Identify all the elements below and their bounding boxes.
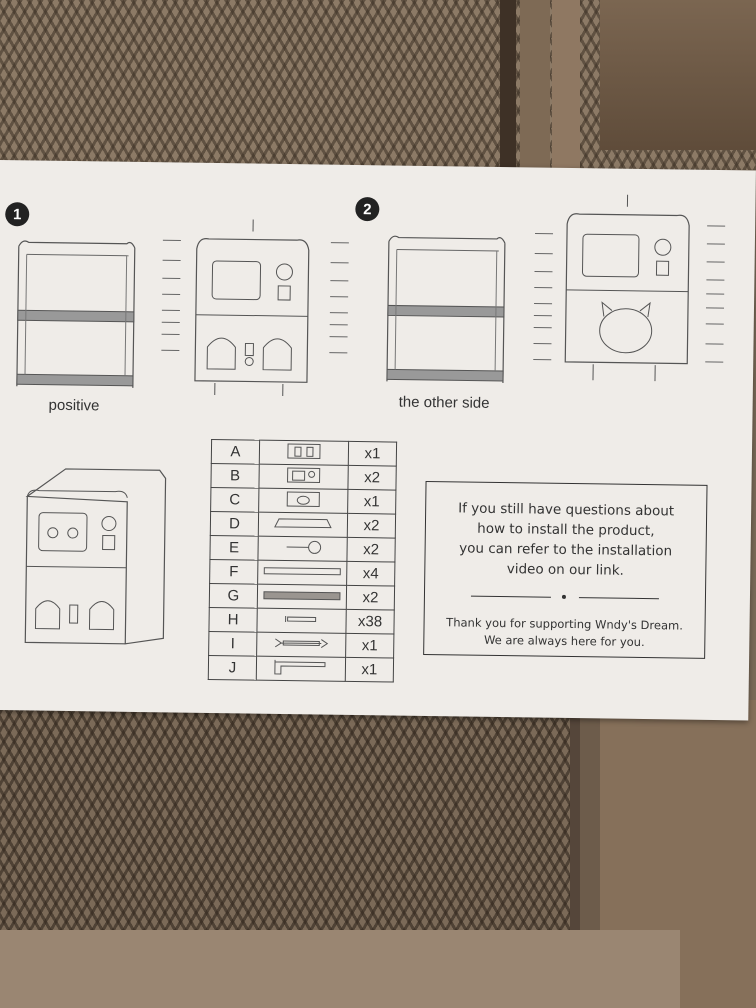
panel-b-icon (258, 464, 349, 490)
part-qty: x1 (345, 657, 394, 683)
part-letter: J (208, 655, 257, 681)
table-row: E x2 (209, 535, 396, 563)
text-line: you can refer to the installation (459, 540, 673, 560)
part-qty: x1 (345, 633, 394, 659)
table-row: G x2 (209, 583, 395, 611)
box-edge (552, 0, 580, 170)
step-1-caption: positive (48, 396, 100, 415)
parts-table: A x1 B x2 C x1 D x2 E x2 (208, 439, 397, 683)
part-letter: A (211, 439, 260, 465)
screw-column-icon (325, 237, 357, 367)
front-panel-icon (193, 219, 313, 397)
table-row: F x4 (209, 559, 395, 587)
panel-a-icon (259, 440, 349, 466)
screw-column-icon (157, 234, 189, 364)
wrench-icon (256, 632, 346, 658)
part-qty: x2 (347, 513, 396, 539)
part-qty: x1 (348, 441, 397, 467)
top-rail-icon (258, 512, 348, 538)
support-question-text: If you still have questions about how to… (425, 498, 706, 582)
part-letter: E (209, 535, 259, 561)
screw-icon (256, 608, 347, 634)
back-panel-icon (563, 194, 694, 386)
screw-column-icon (529, 227, 561, 367)
table-row: J x1 (208, 655, 394, 683)
part-letter: B (210, 463, 260, 489)
allen-key-icon (256, 656, 346, 682)
frame-outline-icon (15, 238, 147, 390)
screw-column-icon (701, 220, 733, 370)
text-line: If you still have questions about (458, 500, 675, 520)
thanks-text: Thank you for supporting Wndy's Dream. W… (424, 614, 704, 652)
part-qty: x2 (347, 465, 397, 491)
part-qty: x38 (345, 609, 395, 635)
box-flap (600, 0, 756, 150)
step-2-badge: 2 (355, 196, 380, 222)
table-row: B x2 (210, 463, 397, 491)
step-1-badge: 1 (5, 202, 30, 227)
long-board-icon (257, 560, 347, 586)
knob-peg-icon (257, 536, 348, 562)
shelf-board-icon (257, 584, 347, 610)
part-letter: C (210, 487, 259, 513)
part-letter: I (208, 631, 257, 657)
table-row: I x1 (208, 631, 394, 659)
box-edge (500, 0, 516, 170)
part-qty: x2 (346, 585, 395, 611)
instruction-sheet: 1 positive 2 (0, 160, 756, 721)
divider (471, 591, 659, 604)
part-qty: x2 (346, 537, 396, 563)
assembled-unit-icon (23, 460, 176, 652)
text-line: video on our link. (506, 561, 624, 579)
panel-c-icon (258, 488, 348, 514)
divider-dot (561, 594, 566, 599)
part-letter: G (209, 583, 258, 609)
support-info-box: If you still have questions about how to… (423, 480, 708, 659)
box-flap-bottom (0, 930, 680, 1008)
part-letter: H (208, 607, 258, 633)
part-letter: F (209, 559, 258, 585)
part-qty: x1 (347, 489, 396, 515)
table-row: H x38 (208, 607, 395, 635)
table-row: C x1 (210, 487, 396, 515)
step-2-caption: the other side (398, 393, 490, 412)
frame-outline-icon (385, 233, 517, 385)
part-qty: x4 (346, 561, 395, 587)
table-row: A x1 (211, 439, 397, 467)
part-letter: D (210, 511, 259, 537)
box-edge (520, 0, 550, 170)
table-row: D x2 (210, 511, 396, 539)
